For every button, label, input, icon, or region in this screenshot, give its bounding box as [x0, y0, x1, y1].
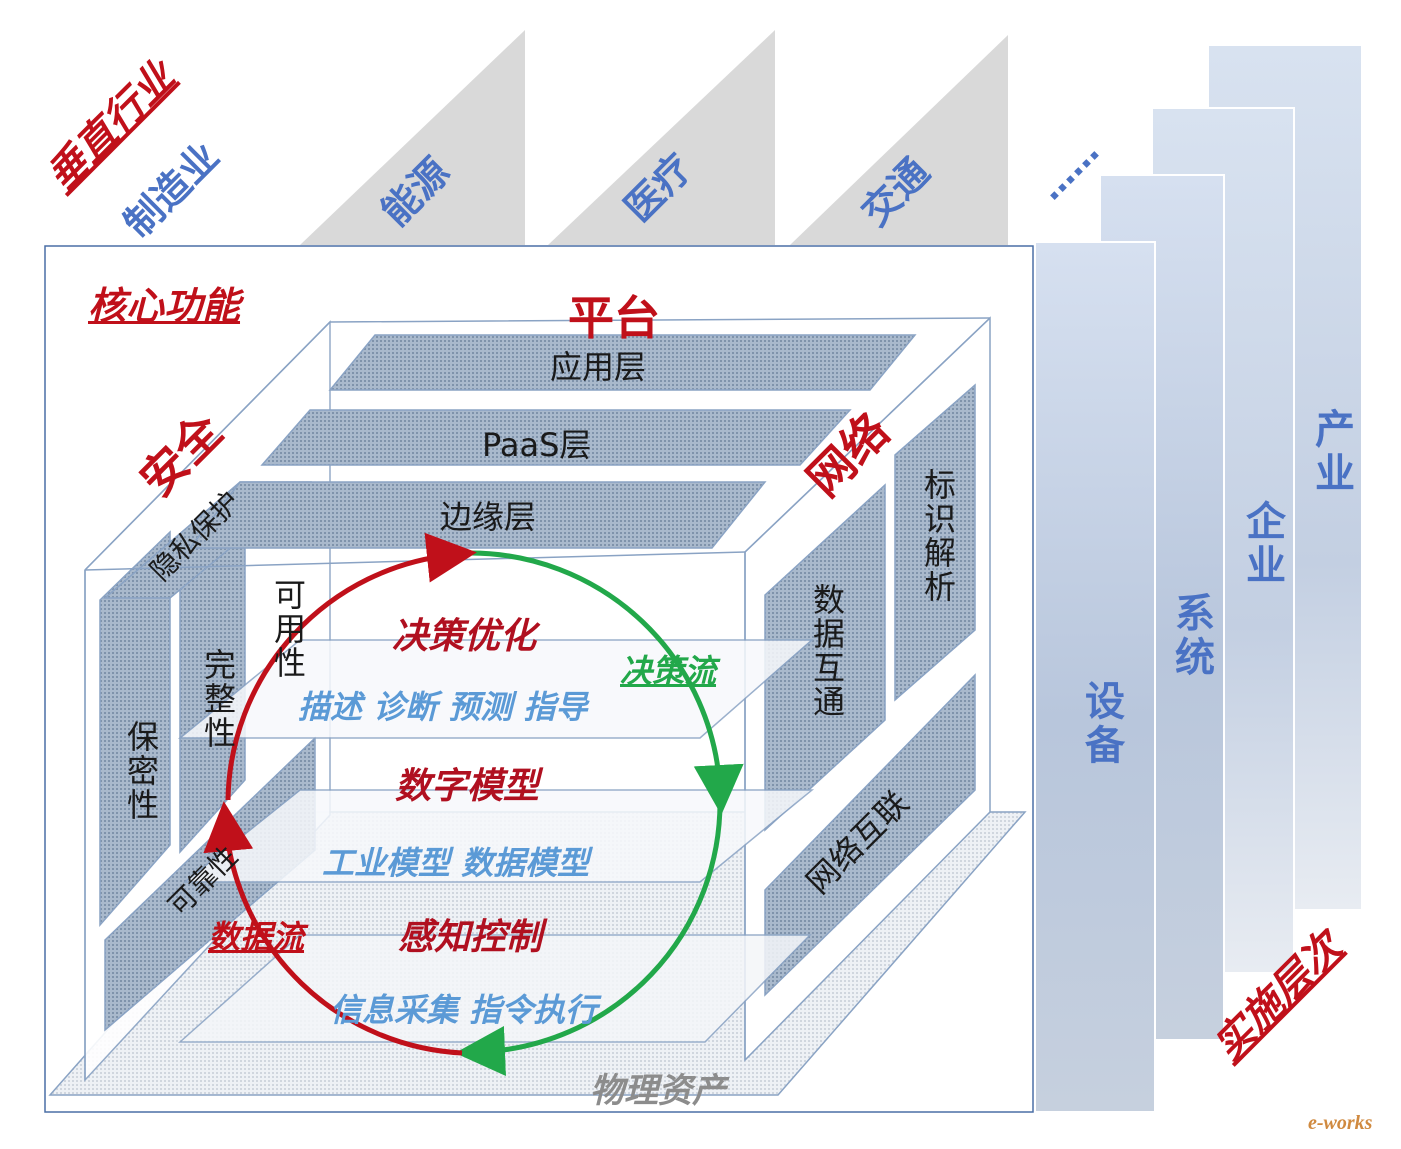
loop-sense: 感知控制	[398, 917, 543, 958]
loop-decision: 决策优化	[392, 616, 537, 657]
industry-triangles	[300, 30, 1008, 245]
loop-sense-sub: 信息采集 指令执行	[330, 991, 598, 1029]
loop-decision-flow: 决策流	[620, 652, 717, 690]
layer-application: 应用层	[550, 348, 647, 386]
watermark: e-works	[1308, 1112, 1373, 1134]
layer-edge: 边缘层	[440, 498, 537, 536]
core-title: 核心功能	[88, 284, 241, 328]
base-physical-assets: 物理资产	[590, 1071, 726, 1111]
level-columns	[1034, 44, 1363, 1113]
loop-model: 数字模型	[395, 766, 540, 807]
cube	[48, 316, 1027, 1096]
security-integrity: 完整性	[199, 648, 237, 750]
network-identifier-resolution: 标识解析	[919, 468, 957, 604]
level-enterprise: 企业	[1239, 500, 1285, 588]
loop-data-flow: 数据流	[208, 918, 305, 956]
security-confidentiality: 保密性	[122, 720, 160, 822]
level-system: 系统	[1168, 592, 1214, 680]
security-availability: 可用性	[269, 578, 307, 680]
loop-decision-sub: 描述 诊断 预测 指导	[298, 688, 588, 726]
level-industry: 产业	[1308, 408, 1354, 496]
network-data-interop: 数据互通	[808, 583, 846, 719]
platform-title: 平台	[568, 291, 660, 345]
layer-paas: PaaS层	[482, 426, 592, 464]
loop-model-sub: 工业模型 数据模型	[322, 844, 590, 882]
loop-arrows	[203, 532, 744, 1076]
level-device: 设备	[1078, 680, 1124, 768]
